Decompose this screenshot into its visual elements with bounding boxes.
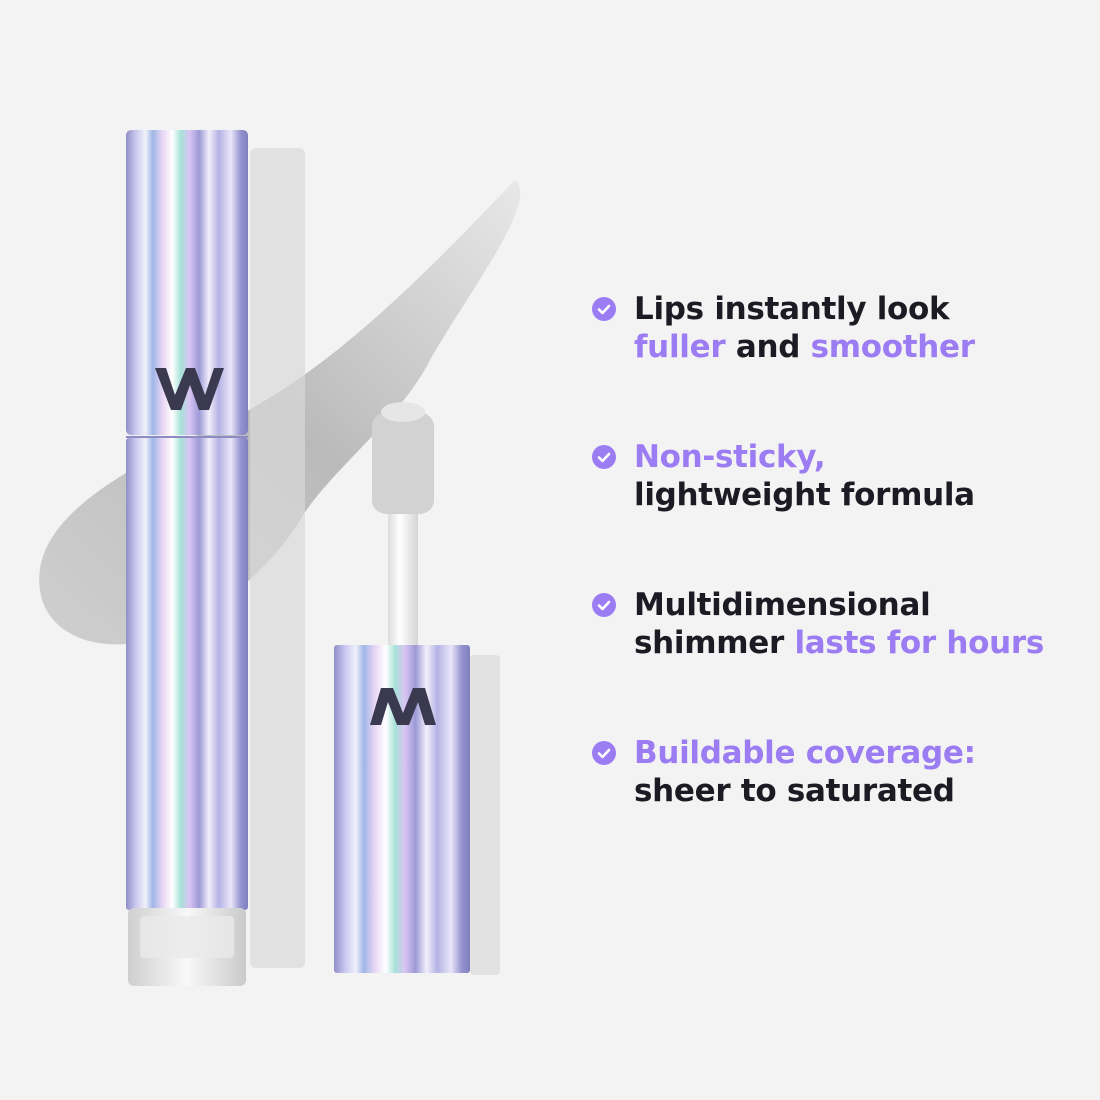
feature-item: Non-sticky, lightweight formula [592, 438, 1072, 514]
feature-text: Multidimensional [634, 587, 931, 623]
feature-item: Buildable coverage: sheer to saturated [592, 734, 1072, 810]
tube-body [126, 438, 248, 910]
feature-line: fuller and smoother [634, 328, 1072, 366]
feature-item: Lips instantly look fuller and smoother [592, 290, 1072, 366]
check-circle-icon [592, 297, 616, 321]
feature-text: shimmer [634, 625, 795, 661]
check-circle-icon [592, 593, 616, 617]
feature-item: Multidimensional shimmer lasts for hours [592, 586, 1072, 662]
cap-logo [370, 688, 436, 725]
feature-line: Non-sticky, [634, 438, 1072, 476]
feature-text: lightweight formula [634, 477, 975, 513]
feature-text: Buildable coverage: [634, 735, 976, 771]
feature-line: shimmer lasts for hours [634, 624, 1072, 662]
check-circle-icon [592, 445, 616, 469]
applicator-tip [371, 410, 435, 514]
check-circle-icon [592, 741, 616, 765]
feature-text: smoother [810, 329, 975, 365]
feature-text: fuller [634, 329, 726, 365]
feature-text: sheer to saturated [634, 773, 955, 809]
feature-line: lightweight formula [634, 476, 1072, 514]
feature-list: Lips instantly look fuller and smoother … [592, 290, 1072, 810]
feature-line: Buildable coverage: [634, 734, 1072, 772]
applicator-stem [388, 505, 418, 655]
feature-text: Lips instantly look [634, 291, 950, 327]
feature-text: lasts for hours [794, 625, 1045, 661]
feature-line: sheer to saturated [634, 772, 1072, 810]
tube-cap [126, 130, 248, 435]
feature-line: Lips instantly look [634, 290, 1072, 328]
tube-logo [155, 368, 224, 410]
feature-text: Non-sticky, [634, 439, 826, 475]
feature-line: Multidimensional [634, 586, 1072, 624]
applicator-cap [334, 645, 470, 973]
feature-text: and [725, 329, 811, 365]
